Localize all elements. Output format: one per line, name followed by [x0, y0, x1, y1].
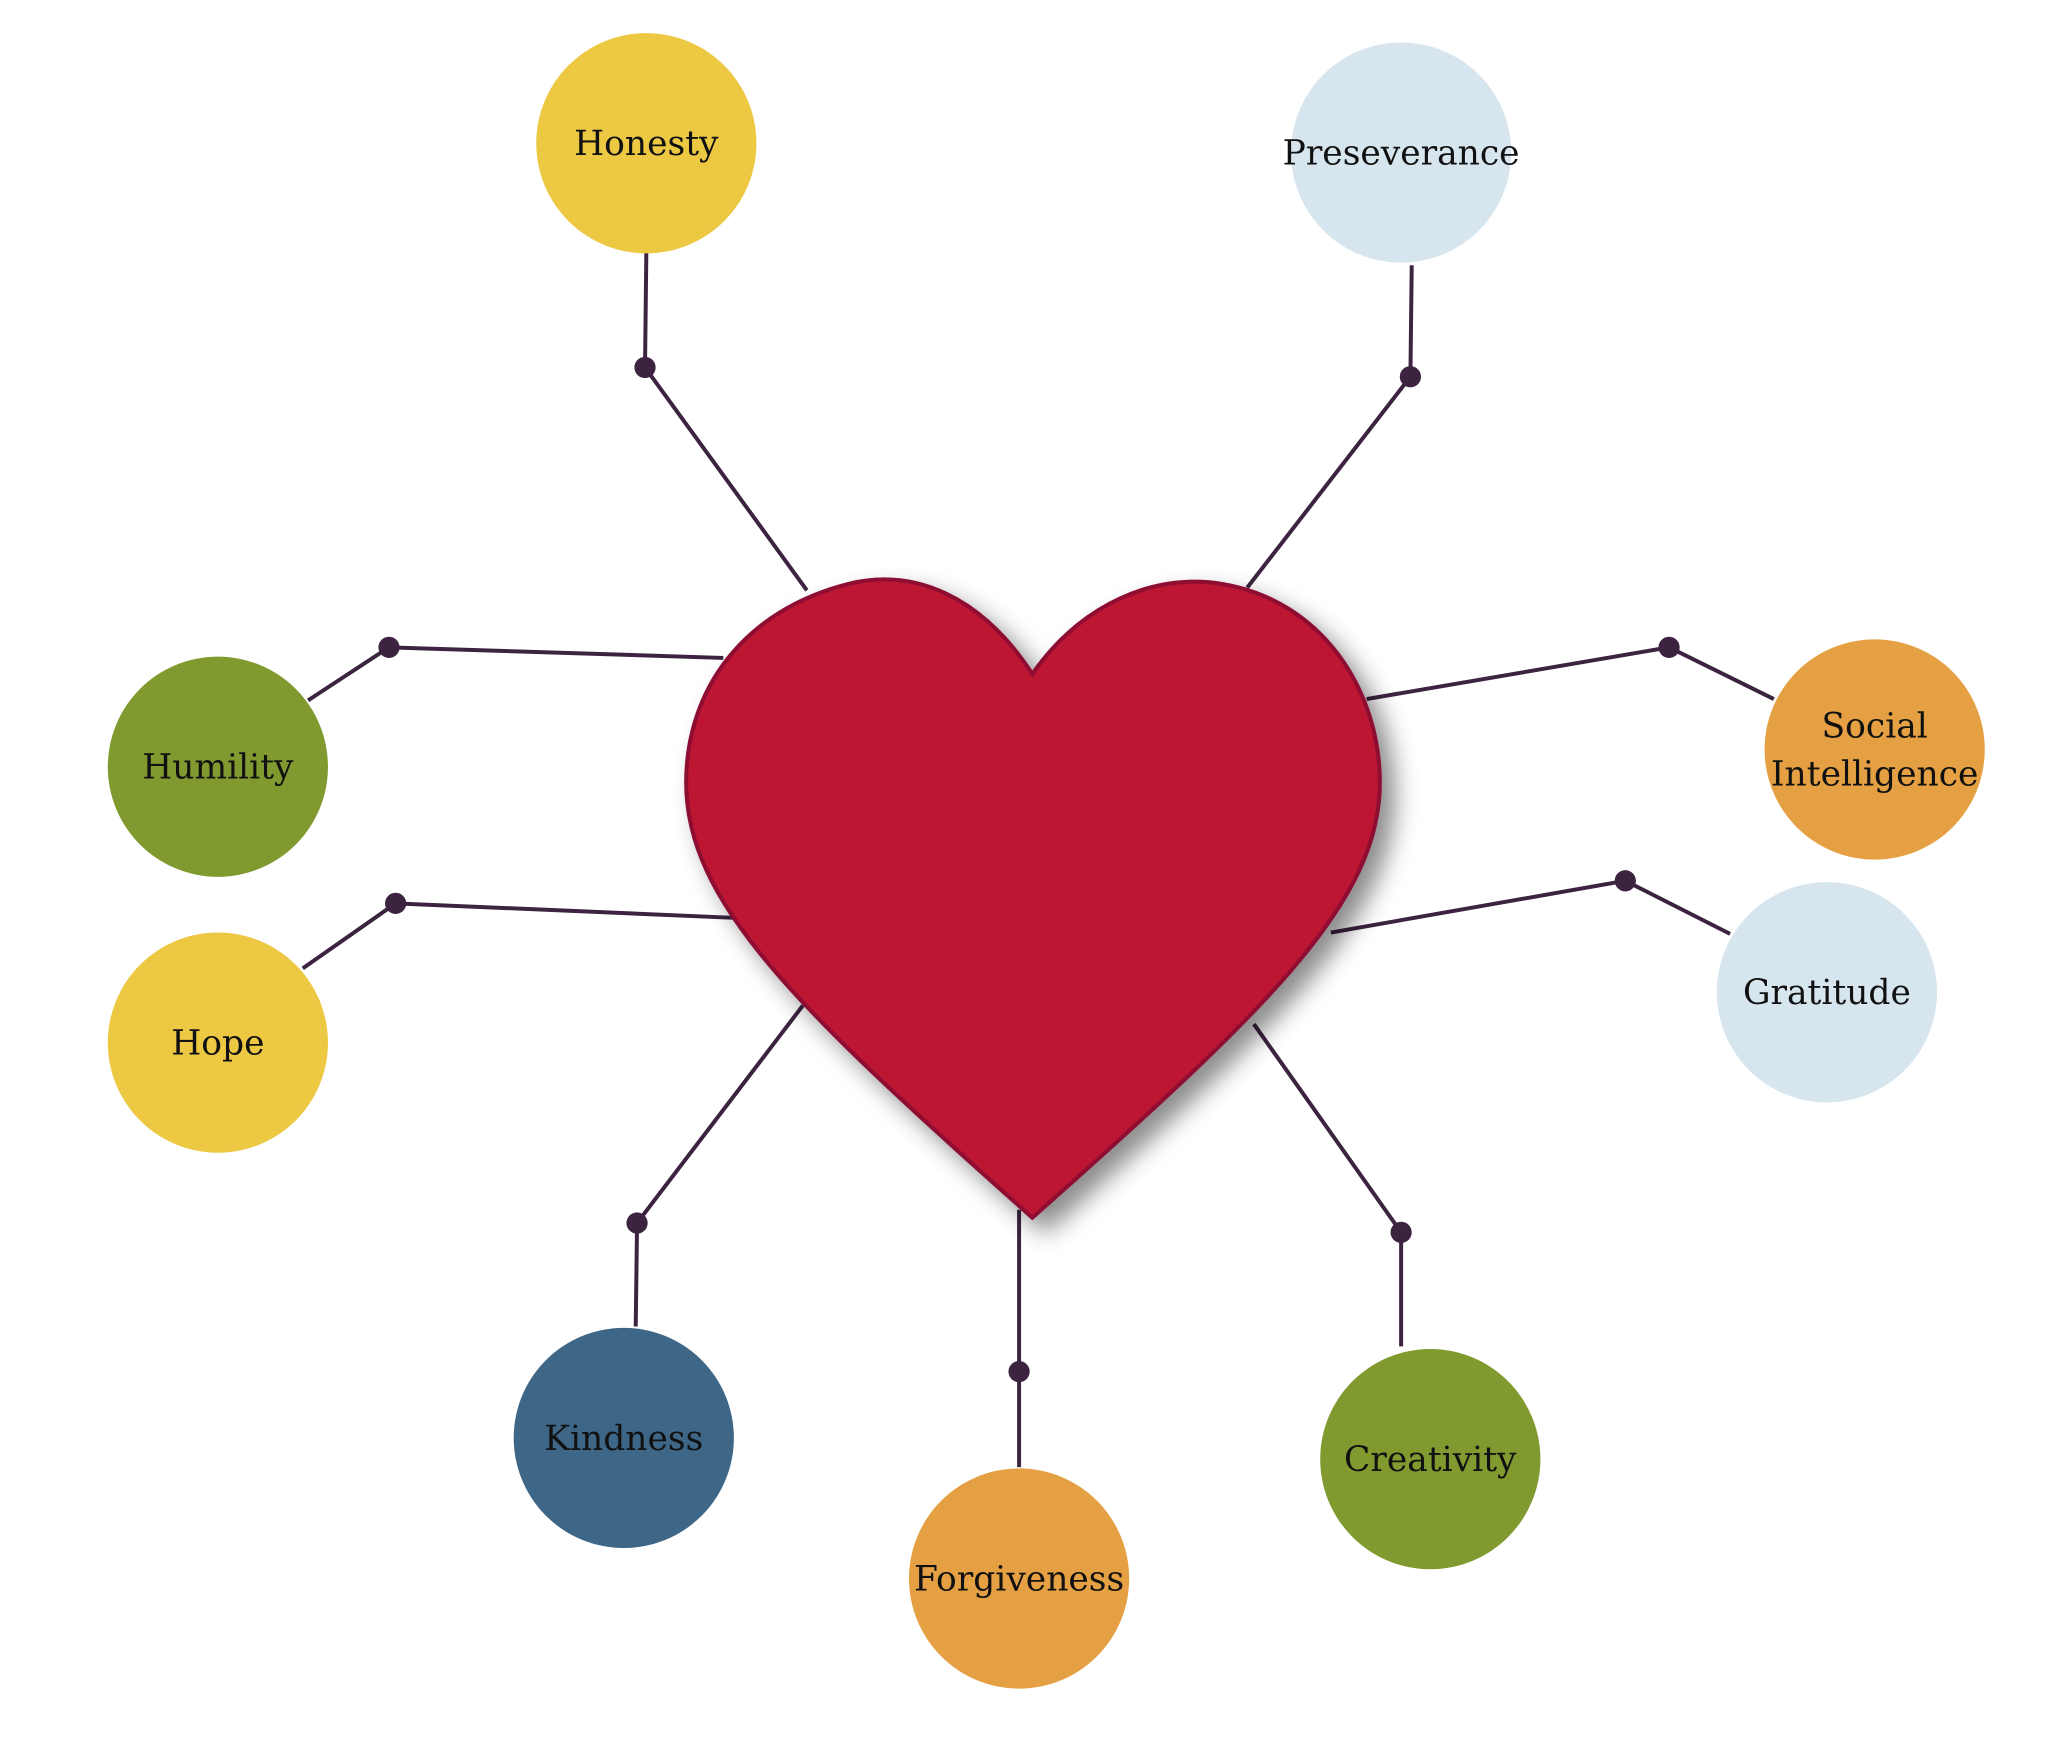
node-circle: [1716, 882, 1938, 1103]
node-hope: Hope: [107, 932, 328, 1153]
node-honesty: Honesty: [536, 33, 757, 254]
node-label: Gratitude: [1743, 973, 1911, 1013]
node-circle: [107, 656, 328, 877]
connector-hope: [301, 901, 737, 970]
node-label: Kindness: [544, 1419, 703, 1459]
node-label: Hope: [171, 1024, 264, 1064]
connector-dot-kindness: [626, 1212, 648, 1234]
connector-preseverance: [1245, 265, 1414, 589]
node-gratitude: Gratitude: [1716, 882, 1938, 1103]
node-label: Intelligence: [1771, 754, 1979, 794]
connector-social-intelligence: [1366, 645, 1775, 702]
connector-dot-honesty: [634, 356, 656, 379]
connector-dot-hope: [385, 892, 407, 914]
node-label: Creativity: [1344, 1440, 1517, 1480]
connector-gratitude: [1330, 878, 1731, 936]
node-label: Honesty: [574, 124, 719, 164]
connector-kindness: [633, 1004, 805, 1327]
node-label: Forgiveness: [914, 1559, 1124, 1599]
connector-dot-forgiveness: [1008, 1360, 1030, 1383]
connector-dot-humility: [378, 636, 400, 658]
heart-center: [684, 577, 1382, 1221]
node-label: Social: [1822, 707, 1928, 747]
node-humility: Humility: [107, 656, 328, 877]
connector-creativity: [1252, 1022, 1404, 1347]
connector-honesty: [643, 252, 809, 592]
connector-dot-gratitude: [1614, 870, 1636, 892]
node-circle: [1320, 1349, 1541, 1570]
connector-dot-creativity: [1390, 1221, 1412, 1243]
connector-dot-social-intelligence: [1658, 636, 1680, 658]
node-creativity: Creativity: [1320, 1349, 1541, 1570]
node-kindness: Kindness: [513, 1327, 734, 1549]
node-label: Preseverance: [1283, 133, 1520, 173]
node-forgiveness: Forgiveness: [908, 1468, 1130, 1689]
node-circle: [1291, 42, 1512, 263]
node-circle: [908, 1468, 1130, 1689]
node-label: Humility: [142, 748, 294, 788]
node-circle: [1764, 639, 1985, 860]
node-circle: [107, 932, 328, 1153]
node-preseverance: Preseverance: [1283, 42, 1520, 263]
connector-dot-preseverance: [1399, 366, 1422, 388]
node-circle: [513, 1327, 734, 1549]
connector-humility: [306, 645, 724, 703]
node-circle: [536, 33, 757, 254]
